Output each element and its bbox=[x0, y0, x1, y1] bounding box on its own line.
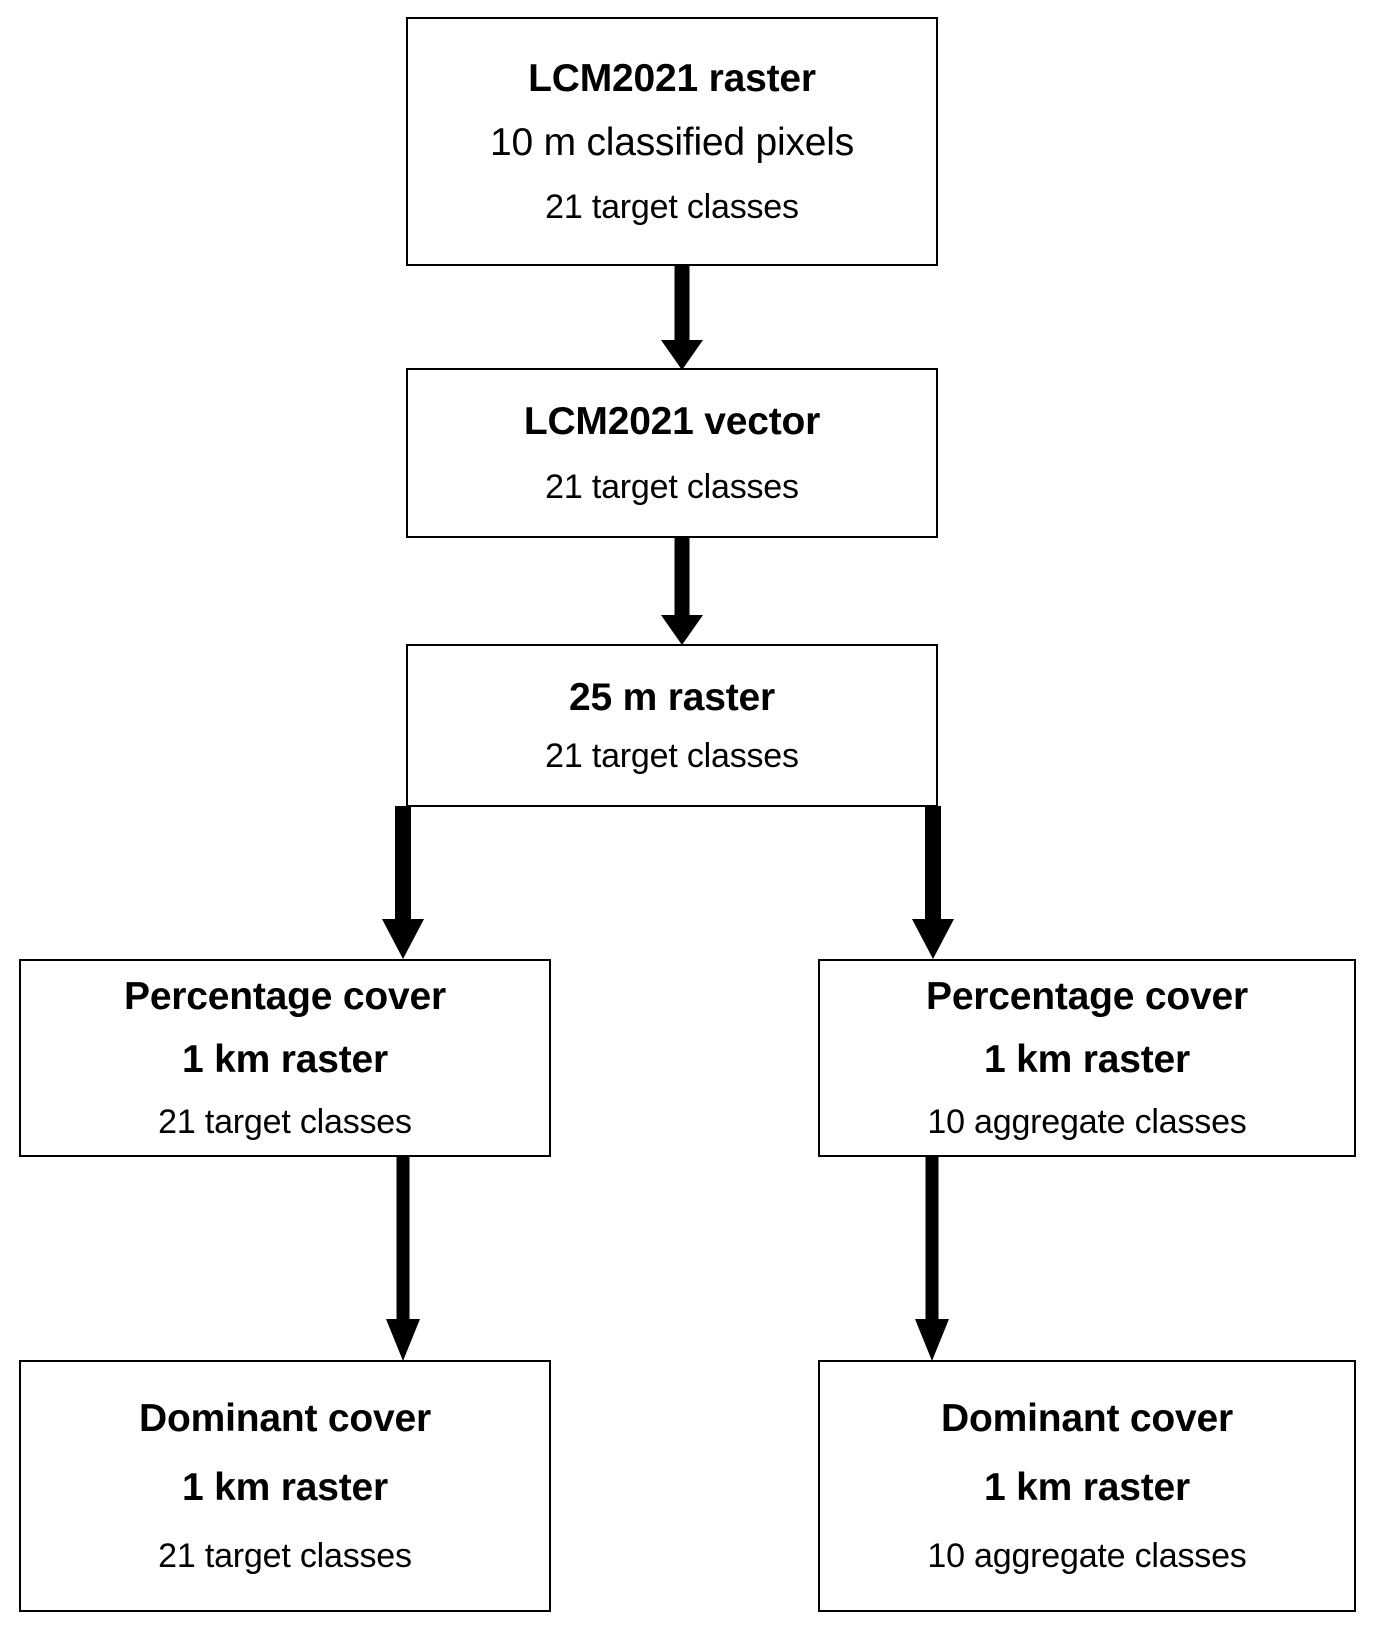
percentage-cover-target-node: Percentage cover 1 km raster 21 target c… bbox=[19, 959, 551, 1157]
percentage-cover-aggregate-classes: 10 aggregate classes bbox=[927, 1102, 1247, 1141]
raster-25m-node: 25 m raster 21 target classes bbox=[406, 644, 938, 807]
lcm-raster-node: LCM2021 raster 10 m classified pixels 21… bbox=[406, 17, 938, 266]
raster-25m-title: 25 m raster bbox=[569, 676, 775, 720]
edge-25m-to-pct-aggregate bbox=[911, 806, 955, 959]
arrow-shaft bbox=[396, 1157, 410, 1321]
dominant-cover-aggregate-title: Dominant cover bbox=[941, 1397, 1233, 1441]
lcm-raster-title: LCM2021 raster bbox=[528, 56, 816, 100]
edge-raster-to-vector bbox=[660, 265, 704, 370]
percentage-cover-aggregate-resolution: 1 km raster bbox=[984, 1037, 1190, 1081]
dominant-cover-target-resolution: 1 km raster bbox=[182, 1465, 388, 1509]
arrow-shaft bbox=[925, 1157, 939, 1321]
percentage-cover-target-title: Percentage cover bbox=[124, 975, 446, 1019]
dominant-cover-aggregate-node: Dominant cover 1 km raster 10 aggregate … bbox=[818, 1360, 1356, 1612]
raster-25m-detail-classes: 21 target classes bbox=[545, 736, 799, 775]
edge-pct-aggregate-to-dom-aggregate bbox=[912, 1157, 952, 1361]
lcm-raster-detail-resolution: 10 m classified pixels bbox=[489, 121, 855, 165]
dominant-cover-target-node: Dominant cover 1 km raster 21 target cla… bbox=[19, 1360, 551, 1612]
lcm-vector-detail-classes: 21 target classes bbox=[545, 468, 799, 507]
arrow-head bbox=[382, 919, 424, 959]
lcm-raster-detail-classes: 21 target classes bbox=[545, 188, 799, 227]
percentage-cover-aggregate-title: Percentage cover bbox=[926, 975, 1248, 1019]
arrow-shaft bbox=[674, 537, 690, 617]
edge-vector-to-25m bbox=[660, 537, 704, 645]
dominant-cover-aggregate-classes: 10 aggregate classes bbox=[927, 1536, 1247, 1575]
percentage-cover-aggregate-node: Percentage cover 1 km raster 10 aggregat… bbox=[818, 959, 1356, 1157]
arrow-head bbox=[915, 1319, 949, 1361]
dominant-cover-target-title: Dominant cover bbox=[139, 1397, 431, 1441]
arrow-shaft bbox=[395, 806, 411, 920]
lcm-vector-title: LCM2021 vector bbox=[523, 399, 821, 443]
edge-25m-to-pct-target bbox=[381, 806, 425, 959]
arrow-head bbox=[912, 919, 954, 959]
dominant-cover-aggregate-resolution: 1 km raster bbox=[984, 1465, 1190, 1509]
dominant-cover-target-classes: 21 target classes bbox=[158, 1536, 412, 1575]
arrow-head bbox=[661, 615, 703, 645]
arrow-shaft bbox=[674, 265, 690, 343]
percentage-cover-target-classes: 21 target classes bbox=[158, 1102, 412, 1141]
percentage-cover-target-resolution: 1 km raster bbox=[182, 1037, 388, 1081]
arrow-shaft bbox=[925, 806, 941, 920]
edge-pct-target-to-dom-target bbox=[383, 1157, 423, 1361]
lcm-vector-node: LCM2021 vector 21 target classes bbox=[406, 368, 938, 538]
arrow-head bbox=[386, 1319, 420, 1361]
arrow-head bbox=[661, 340, 703, 370]
